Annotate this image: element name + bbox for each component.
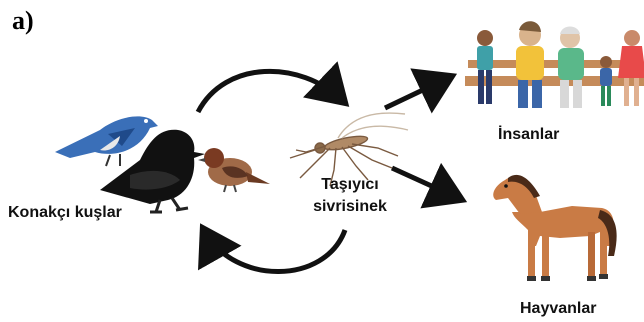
arrow-mosquito-to-humans [385, 78, 448, 108]
arrow-birds-to-mosquito [198, 71, 342, 112]
arrow-mosquito-to-birds [205, 230, 345, 272]
label-vector-line2: sivrisinek [290, 196, 410, 218]
panel-label: a) [12, 6, 34, 36]
people-group-icon [465, 21, 644, 108]
sparrow-icon [198, 148, 270, 192]
label-animals: Hayvanlar [520, 298, 597, 320]
label-vector-mosquito: Taşıyıcı sivrisinek [290, 174, 410, 218]
label-host-birds: Konakçı kuşlar [8, 202, 122, 224]
horse-icon [493, 175, 616, 281]
label-vector-line1: Taşıyıcı [290, 174, 410, 196]
label-humans: İnsanlar [498, 124, 559, 146]
